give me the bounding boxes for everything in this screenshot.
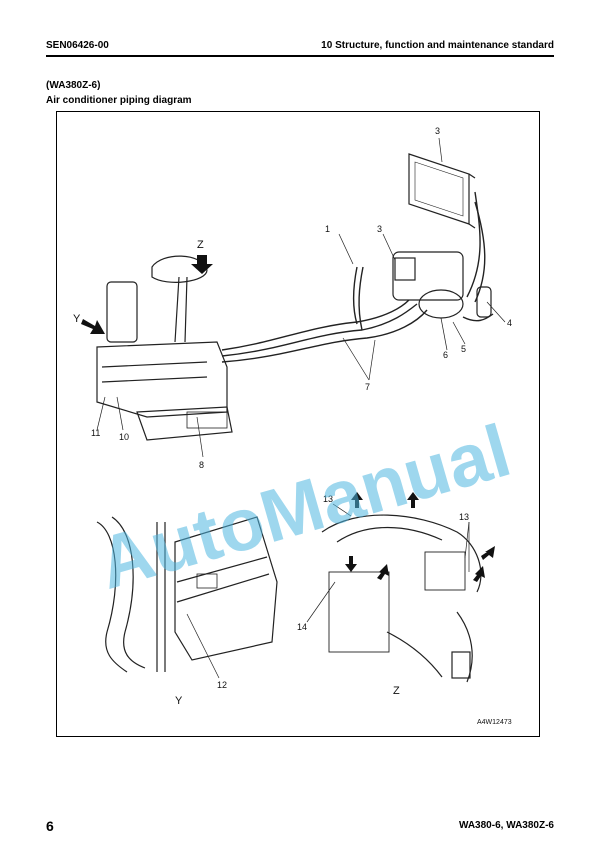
callout-4: 4 <box>507 318 512 328</box>
view-arrows <box>81 255 213 334</box>
callout-7: 7 <box>365 382 370 392</box>
callout-3-compressor: 3 <box>377 224 382 234</box>
model-note: (WA380Z-6) <box>46 80 101 91</box>
view-label-z-inset: Z <box>393 685 400 697</box>
piping-diagram: 1 3 3 4 5 6 7 8 10 11 12 13 13 14 Z Y Y … <box>73 126 519 726</box>
callout-11: 11 <box>91 428 100 438</box>
callout-5: 5 <box>461 344 466 354</box>
hose-routes <box>221 191 494 363</box>
callout-6: 6 <box>443 350 448 360</box>
diagram-frame: 1 3 3 4 5 6 7 8 10 11 12 13 13 14 Z Y Y … <box>56 111 540 737</box>
ac-unit-drawing <box>96 255 233 441</box>
callout-1: 1 <box>325 224 330 234</box>
watermark: AutoManual <box>89 408 519 604</box>
callout-13-left: 13 <box>323 494 333 504</box>
view-label-z-main: Z <box>197 239 204 251</box>
condenser-drawing <box>408 153 476 229</box>
inset-z <box>321 514 482 683</box>
header-rule <box>46 55 554 57</box>
inset-y <box>96 516 278 673</box>
footer-models: WA380-6, WA380Z-6 <box>458 820 554 831</box>
page-number: 6 <box>46 818 54 834</box>
callout-3-condenser: 3 <box>435 126 440 136</box>
view-label-y-main: Y <box>73 313 81 325</box>
figure-code: A4W12473 <box>477 719 512 726</box>
callout-14: 14 <box>297 622 307 632</box>
callout-13-right: 13 <box>459 512 469 522</box>
inset-arrows <box>345 492 495 582</box>
view-label-y-inset: Y <box>175 695 183 707</box>
section-title: 10 Structure, function and maintenance s… <box>321 40 554 51</box>
callout-12: 12 <box>217 680 227 690</box>
doc-code: SEN06426-00 <box>46 40 109 51</box>
callout-10: 10 <box>119 432 129 442</box>
leader-lines <box>96 137 506 679</box>
callout-8: 8 <box>199 460 204 470</box>
compressor-drawing <box>392 251 492 319</box>
figure-title: Air conditioner piping diagram <box>46 95 192 106</box>
